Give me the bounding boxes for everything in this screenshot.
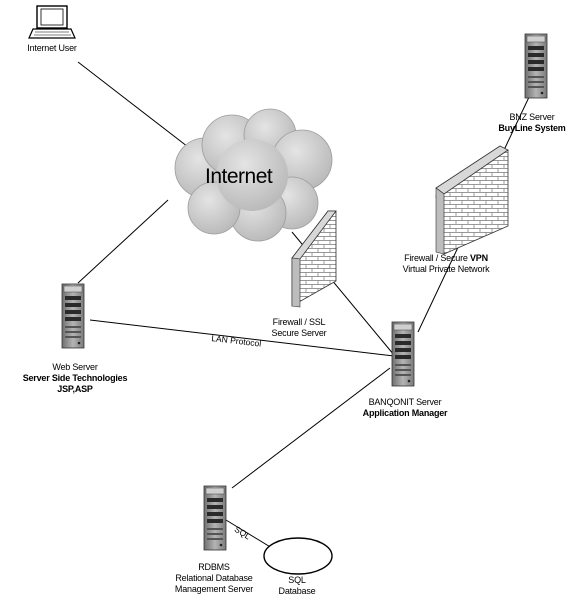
firewall-ssl-icon: [291, 210, 337, 308]
rdbms-label: RDBMS Relational Database Management Ser…: [174, 562, 254, 594]
rdbms-server-icon: [203, 485, 227, 551]
edge-lan-protocol: [89, 319, 395, 357]
web-server-label: Web Server Server Side Technologies JSP,…: [22, 362, 128, 394]
web-server-icon: [61, 283, 85, 349]
edge-banqonit-rdbms: [231, 367, 391, 489]
banqonit-server-icon: [391, 321, 415, 387]
internet-label: Internet: [205, 165, 273, 188]
banqonit-server-label: BANQONIT Server Application Manager: [362, 397, 448, 418]
sql-database-label: SQL Database: [278, 575, 316, 596]
internet-cloud: [174, 108, 333, 242]
internet-user-label: Internet User: [27, 43, 77, 53]
firewall-ssl-label: Firewall / SSL Secure Server: [271, 317, 327, 338]
bnz-server-label: BNZ Server BuyLine System: [498, 112, 566, 133]
edge-internet-webserver: [77, 199, 169, 284]
bnz-server-icon: [524, 33, 548, 99]
firewall-vpn-label: Firewall / Secure VPN Virtual Private Ne…: [402, 253, 490, 274]
database-icon: [263, 537, 333, 575]
edge-user-internet: [77, 61, 193, 151]
edge-sql: [225, 519, 273, 549]
firewall-vpn-icon: [435, 145, 509, 255]
computer-icon: [28, 5, 76, 39]
